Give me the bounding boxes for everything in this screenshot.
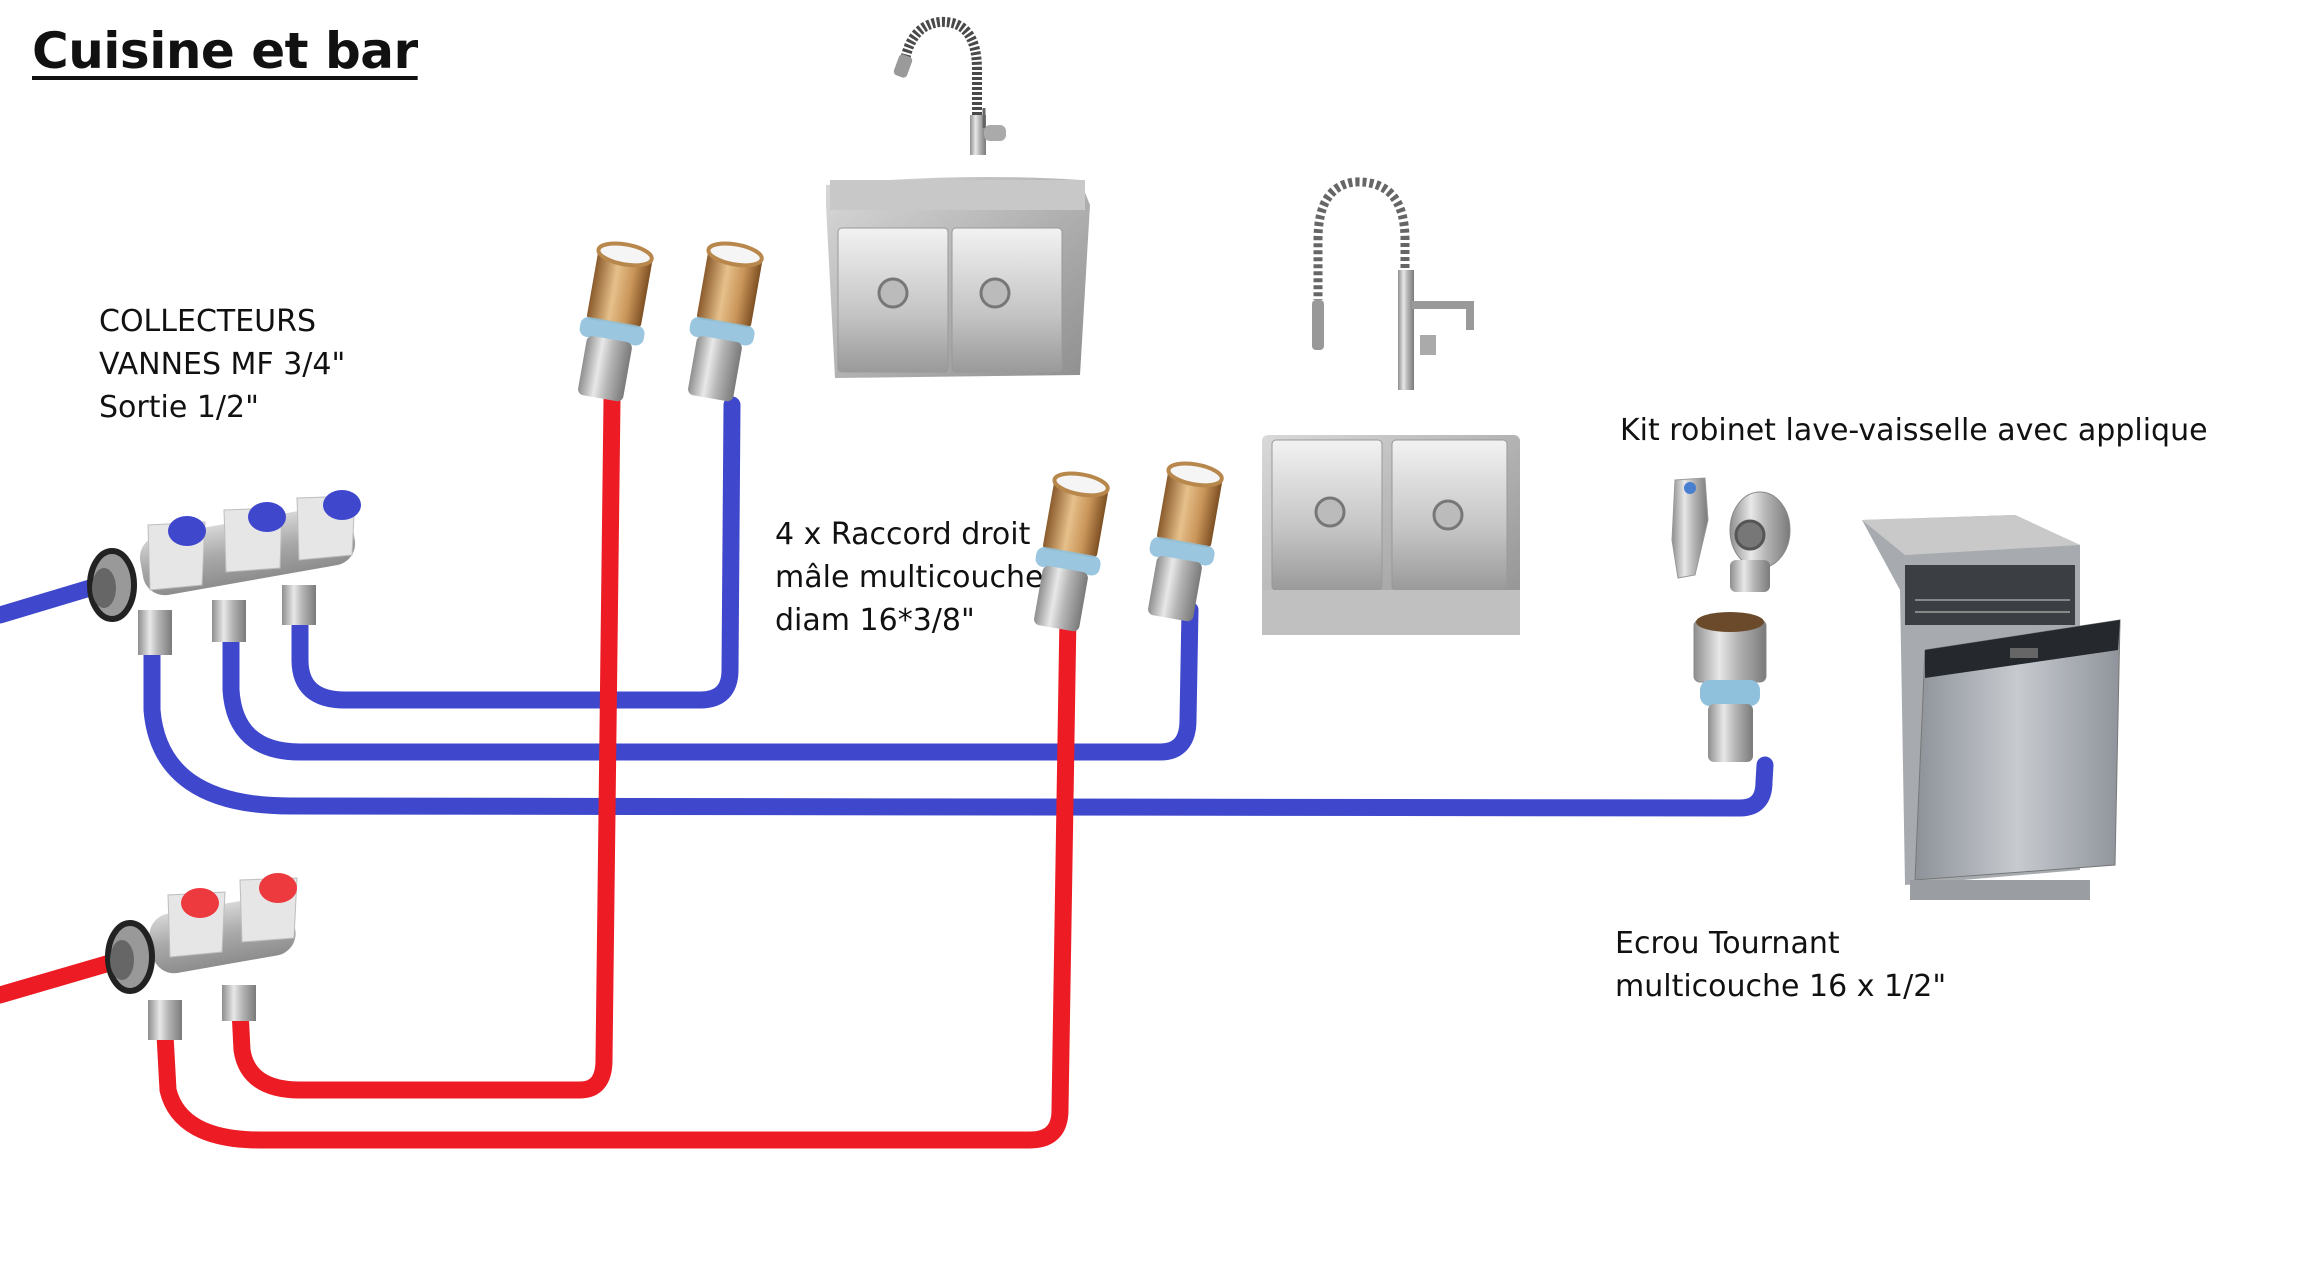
fitting-hot-sink-2 (1034, 471, 1110, 632)
raccord-line-1: 4 x Raccord droit (775, 517, 1031, 552)
hot-pipe-sink-2 (156, 606, 1077, 1149)
collecteurs-line-2: VANNES MF 3/4" (99, 347, 346, 382)
collecteurs-label: COLLECTEURS VANNES MF 3/4" Sortie 1/2" (99, 300, 345, 429)
wall-elbow-applique (1729, 491, 1791, 592)
raccord-label: 4 x Raccord droit mâle multicouche diam … (775, 513, 1043, 642)
collecteurs-line-1: COLLECTEURS (99, 304, 317, 339)
dishwasher (1862, 515, 2121, 900)
hot-inlet-pipe (0, 951, 129, 1004)
faucet-1 (893, 16, 1006, 155)
hot-pipe-sink-1 (231, 391, 621, 1099)
collecteurs-line-3: Sortie 1/2" (99, 390, 259, 425)
swivel-nut-fitting (1693, 612, 1767, 762)
cold-inlet-pipe (0, 576, 109, 624)
faucet-2 (1312, 177, 1474, 390)
fitting-hot-sink-1 (578, 241, 654, 402)
fitting-cold-sink-2 (1148, 461, 1224, 622)
cold-valve-handle-2 (223, 502, 286, 573)
dishwasher-valve (1671, 477, 1709, 579)
raccord-line-3: diam 16*3/8" (775, 603, 975, 638)
kit-label: Kit robinet lave-vaisselle avec applique (1620, 413, 2208, 448)
raccord-line-2: mâle multicouche (775, 560, 1044, 595)
hot-valve-handle-1 (167, 888, 226, 958)
hot-manifold (105, 873, 298, 1040)
cold-valve-handle-1 (147, 516, 206, 591)
cold-valve-handle-3 (296, 490, 361, 561)
cold-pipe-sink-2 (222, 601, 1199, 761)
cold-pipe-sink-1 (291, 396, 741, 709)
cold-pipe-dishwasher (143, 641, 1774, 817)
cold-manifold (87, 490, 361, 655)
ecrou-line-2: multicouche 16 x 1/2" (1615, 969, 1947, 1004)
fitting-cold-sink-1 (688, 241, 764, 402)
hot-valve-handle-2 (239, 873, 298, 943)
ecrou-label: Ecrou Tournant multicouche 16 x 1/2" (1615, 922, 1946, 1008)
sink-1 (826, 176, 1090, 378)
ecrou-line-1: Ecrou Tournant (1615, 926, 1840, 961)
sink-2 (1262, 435, 1520, 635)
page-title: Cuisine et bar (32, 22, 418, 80)
